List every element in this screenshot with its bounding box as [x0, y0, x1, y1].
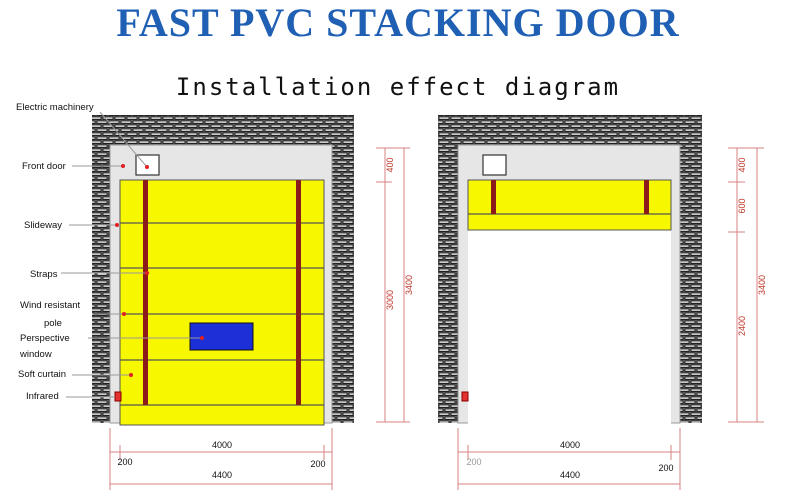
label-slideway: Slideway [24, 220, 62, 231]
right-dim-400: 400 [737, 157, 747, 172]
left-dim-4400: 4400 [212, 470, 232, 480]
label-front-door: Front door [22, 161, 66, 172]
left-horizontal-dims [109, 428, 333, 490]
right-horizontal-dim-text: 4000 200 200 4400 [466, 440, 673, 480]
left-door-assembly [92, 115, 354, 426]
right-dim-4400: 4400 [560, 470, 580, 480]
left-wind-pole-2 [296, 180, 301, 405]
left-straps [120, 222, 324, 406]
right-vertical-dims [728, 147, 764, 423]
left-motor-box [135, 154, 160, 176]
right-dim-2400: 2400 [737, 316, 747, 336]
page-subtitle: Installation effect diagram [175, 73, 621, 101]
left-horizontal-dim-text: 4000 200 200 4400 [117, 440, 325, 480]
left-dim-4000: 4000 [212, 440, 232, 450]
label-window: window [19, 349, 52, 360]
callout-lines [61, 111, 202, 398]
page-title: FAST PVC STACKING DOOR [116, 0, 680, 45]
label-pole: pole [44, 318, 62, 329]
label-wind-resistant: Wind resistant [20, 300, 81, 311]
label-infrared: Infrared [26, 391, 59, 402]
left-dim-400: 400 [385, 157, 395, 172]
left-vertical-dim-text: 400 3000 3400 [385, 157, 414, 310]
right-dim-4000: 4000 [560, 440, 580, 450]
left-dim-3000: 3000 [385, 290, 395, 310]
right-door-assembly [438, 115, 702, 425]
left-dim-200-right: 200 [310, 459, 325, 469]
right-infrared-sensor [461, 391, 469, 402]
left-wind-pole-1 [143, 180, 148, 405]
label-electric-machinery: Electric machinery [16, 102, 94, 113]
right-dim-200-right: 200 [658, 463, 673, 473]
right-dim-600: 600 [737, 198, 747, 213]
left-soft-curtain [119, 179, 325, 426]
label-soft-curtain: Soft curtain [18, 369, 66, 380]
right-door-opening [468, 230, 671, 425]
label-perspective: Perspective [20, 333, 70, 344]
right-motor-box [482, 154, 507, 176]
left-infrared-sensor [114, 391, 122, 402]
callout-dots [115, 164, 204, 377]
right-wind-pole-1 [491, 180, 496, 214]
right-dim-200-left: 200 [466, 457, 481, 467]
left-dim-200-left: 200 [117, 457, 132, 467]
right-dim-3400: 3400 [757, 275, 767, 295]
right-vertical-dim-text: 400 600 2400 3400 [737, 157, 767, 336]
right-wind-pole-2 [644, 180, 649, 214]
label-straps: Straps [30, 269, 58, 280]
left-perspective-window [189, 322, 254, 351]
left-vertical-dims [376, 147, 410, 423]
right-stacked-curtain [467, 179, 672, 231]
left-dim-3400: 3400 [404, 275, 414, 295]
callout-labels: Electric machinery Front door Slideway S… [16, 102, 94, 402]
right-horizontal-dims [457, 428, 681, 490]
